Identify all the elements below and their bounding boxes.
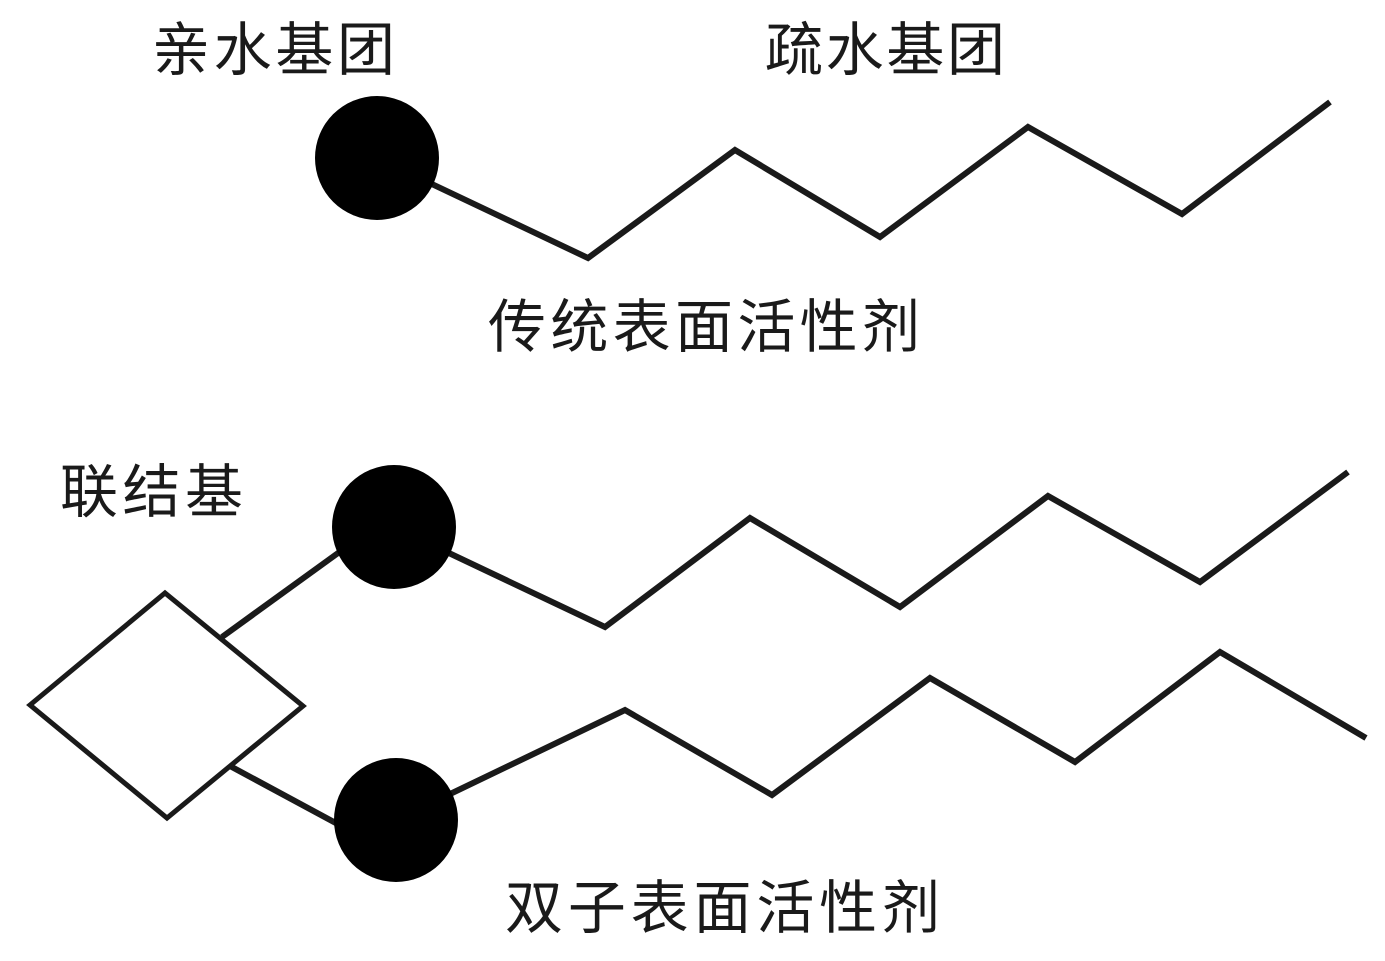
linker-group-label: 联结基 <box>60 458 243 526</box>
gemini-surfactant: 联结基 双子表面活性剂 <box>26 458 1368 942</box>
gemini-surfactant-label: 双子表面活性剂 <box>505 874 940 942</box>
hydrophobic-tail <box>375 99 1332 262</box>
linker-bond-lower <box>228 763 347 831</box>
linker-diamond <box>26 589 307 822</box>
hydrophilic-head-lower <box>334 758 458 882</box>
linker-bond-upper <box>220 545 347 640</box>
traditional-surfactant-label: 传统表面活性剂 <box>488 293 920 361</box>
hydrophobic-group-label: 疏水基团 <box>765 16 1005 84</box>
hydrophilic-head <box>315 96 439 220</box>
hydrophobic-tail-upper <box>392 469 1350 631</box>
traditional-surfactant: 亲水基团 疏水基团 传统表面活性剂 <box>152 16 1332 361</box>
hydrophobic-tail-lower <box>394 648 1368 823</box>
hydrophilic-head-upper <box>332 465 456 589</box>
hydrophilic-group-label: 亲水基团 <box>152 16 395 84</box>
